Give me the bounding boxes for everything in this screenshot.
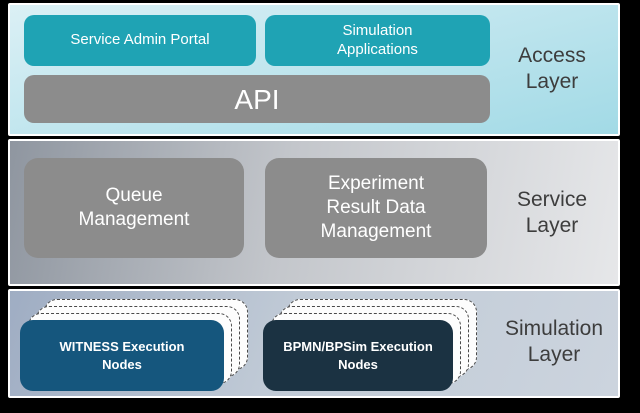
bpmn-nodes-stack: BPMN/BPSim Execution Nodes	[263, 299, 489, 393]
simulation-layer-label: Simulation Layer	[504, 317, 604, 366]
bpmn-bpsim-execution-nodes-card: BPMN/BPSim Execution Nodes	[263, 320, 453, 391]
access-layer-label: Access Layer	[518, 44, 586, 93]
service-layer-label: Service Layer	[516, 188, 588, 237]
witness-nodes-stack: WITNESS Execution Nodes	[20, 299, 260, 393]
simulation-applications-box: Simulation Applications	[265, 15, 490, 66]
witness-execution-nodes-card: WITNESS Execution Nodes	[20, 320, 224, 391]
queue-management-box: Queue Management	[24, 158, 244, 258]
access-layer-band: Service Admin Portal Simulation Applicat…	[8, 3, 620, 136]
experiment-result-data-management-box: Experiment Result Data Management	[265, 158, 487, 258]
service-layer-band: Queue Management Experiment Result Data …	[8, 139, 620, 286]
simulation-layer-band: WITNESS Execution Nodes BPMN/BPSim Execu…	[8, 289, 620, 398]
api-box: API	[24, 75, 490, 123]
service-admin-portal-box: Service Admin Portal	[24, 15, 256, 66]
